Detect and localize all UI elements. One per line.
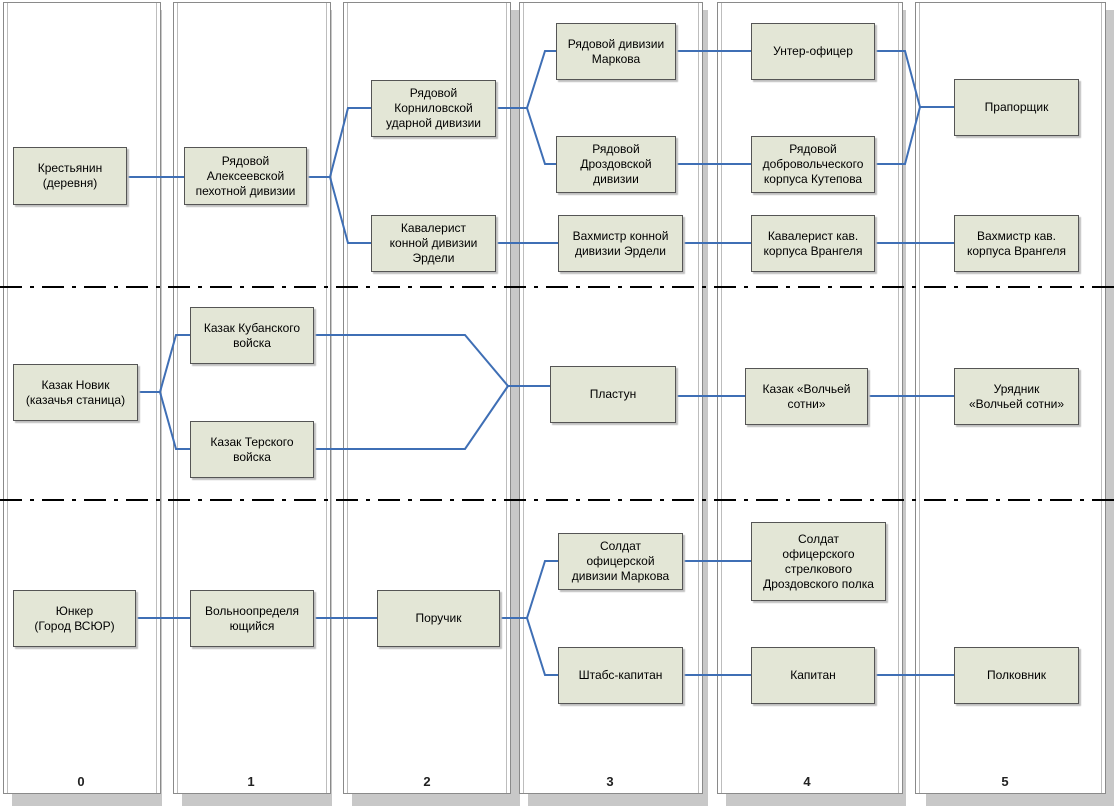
column-label-2: 2 bbox=[423, 774, 431, 789]
node-erdeli-sergeant: Вахмистр конной дивизии Эрдели bbox=[558, 215, 683, 272]
node-terek-cossack: Казак Терского войска bbox=[190, 421, 314, 478]
column-label-0: 0 bbox=[77, 774, 85, 789]
node-markov-private: Рядовой дивизии Маркова bbox=[556, 23, 676, 80]
node-ensign: Прапорщик bbox=[954, 79, 1079, 136]
node-wrangel-sergeant: Вахмистр кав. корпуса Врангеля bbox=[954, 215, 1079, 272]
column-label-5: 5 bbox=[1001, 774, 1009, 789]
node-markov-officer-soldier: Солдат офицерской дивизии Маркова bbox=[558, 533, 683, 590]
column-label-1: 1 bbox=[247, 774, 255, 789]
node-kornilov-private: Рядовой Корниловской ударной дивизии bbox=[371, 80, 496, 137]
node-wolf-cossack: Казак «Волчьей сотни» bbox=[745, 368, 868, 425]
node-drozdov-officer-soldier: Солдат офицерского стрелкового Дроздовск… bbox=[751, 522, 886, 601]
node-erdeli-cavalryman: Кавалерист конной дивизии Эрдели bbox=[371, 215, 496, 272]
node-cossack-novice: Казак Новик (казачья станица) bbox=[13, 364, 138, 421]
node-colonel: Полковник bbox=[954, 647, 1079, 704]
node-kuban-cossack: Казак Кубанского войска bbox=[190, 307, 314, 364]
node-alekseev-private: Рядовой Алексеевской пехотной дивизии bbox=[184, 147, 307, 205]
column-label-3: 3 bbox=[606, 774, 614, 789]
node-staff-captain: Штабс-капитан bbox=[558, 647, 683, 704]
node-junker: Юнкер (Город ВСЮР) bbox=[13, 590, 136, 647]
node-drozdov-private: Рядовой Дроздовской дивизии bbox=[556, 136, 676, 193]
node-peasant: Крестьянин (деревня) bbox=[13, 147, 127, 205]
node-captain: Капитан bbox=[751, 647, 875, 704]
node-nco: Унтер-офицер bbox=[751, 23, 875, 80]
node-kutepov-private: Рядовой добровольческого корпуса Кутепов… bbox=[751, 136, 875, 193]
column-1 bbox=[173, 2, 331, 794]
node-wolf-uryadnik: Урядник «Волчьей сотни» bbox=[954, 368, 1079, 425]
node-wrangel-cavalryman: Кавалерист кав. корпуса Врангеля bbox=[751, 215, 875, 272]
node-plastun: Пластун bbox=[550, 366, 676, 423]
node-volunteer: Вольноопределя ющийся bbox=[190, 590, 314, 647]
node-lieutenant: Поручик bbox=[377, 590, 500, 647]
column-label-4: 4 bbox=[803, 774, 811, 789]
